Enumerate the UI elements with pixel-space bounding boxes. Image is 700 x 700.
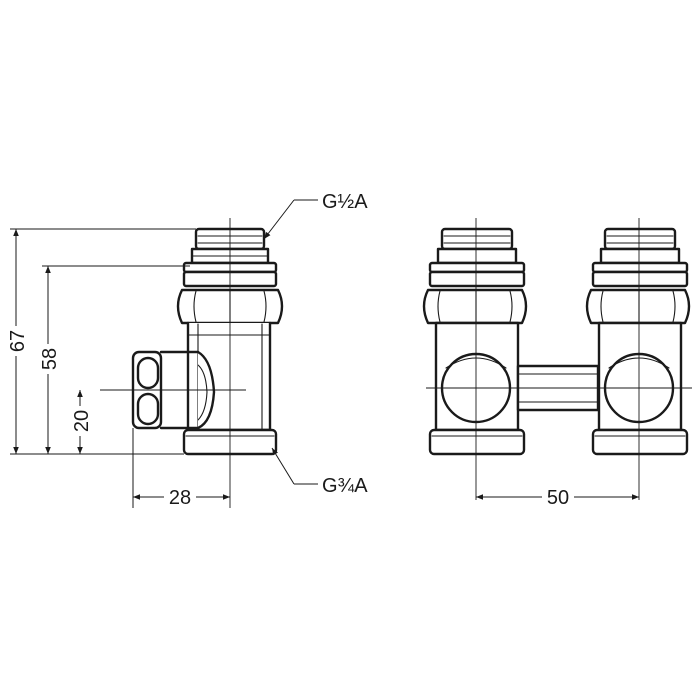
dimension-28: 28 bbox=[132, 428, 230, 509]
dimension-58: 58 bbox=[37, 265, 190, 454]
dimension-58-label: 58 bbox=[39, 348, 61, 370]
dimension-50: 50 bbox=[476, 486, 639, 509]
dimension-67: 67 bbox=[5, 228, 196, 455]
thread-callout-bottom: G¾A bbox=[271, 447, 368, 497]
left-valve bbox=[422, 218, 528, 500]
dimension-28-label: 28 bbox=[169, 487, 191, 509]
dimension-20: 20 bbox=[69, 390, 93, 454]
dimension-67-label: 67 bbox=[7, 330, 29, 352]
thread-bottom-label: G¾A bbox=[322, 475, 368, 497]
dimension-20-label: 20 bbox=[71, 410, 93, 432]
dimension-50-label: 50 bbox=[547, 487, 569, 509]
side-view bbox=[100, 218, 284, 508]
right-valve bbox=[585, 218, 691, 500]
thread-top-label: G½A bbox=[322, 191, 368, 213]
front-view bbox=[422, 218, 692, 500]
thread-callout-top: G½A bbox=[263, 191, 368, 240]
